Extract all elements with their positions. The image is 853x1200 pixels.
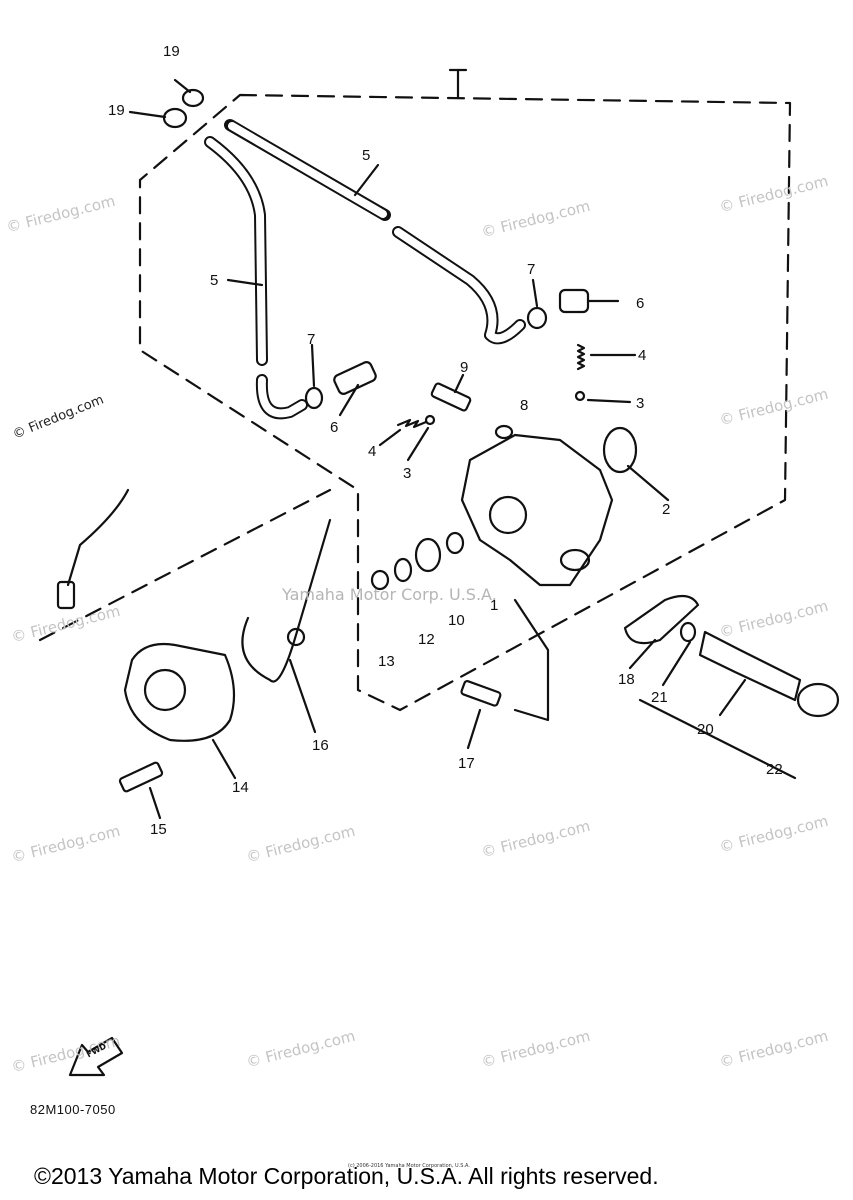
cover-14-boss bbox=[143, 668, 187, 712]
bolt-15 bbox=[118, 761, 164, 793]
nut-7-left bbox=[304, 386, 324, 410]
spring-4-upper bbox=[576, 343, 586, 371]
callout: 19 bbox=[108, 102, 125, 119]
fitting-6-upper bbox=[558, 288, 590, 314]
washer-1 bbox=[445, 531, 465, 555]
leader-line bbox=[626, 464, 670, 502]
bolt-17 bbox=[460, 680, 502, 707]
leader-line bbox=[718, 678, 747, 717]
center-watermark: Yamaha Motor Corp. U.S.A. bbox=[282, 585, 497, 604]
clamp-19-bottom bbox=[162, 107, 188, 129]
part-code: 82M100-7050 bbox=[30, 1102, 116, 1117]
assembly-boundary bbox=[138, 93, 792, 712]
callout: 21 bbox=[651, 689, 668, 706]
pump-body bbox=[460, 433, 614, 587]
hose-left-inner bbox=[206, 138, 266, 364]
leader-line bbox=[128, 110, 167, 119]
leader-line bbox=[226, 278, 264, 287]
leader-line bbox=[353, 163, 380, 197]
leader-line bbox=[310, 343, 316, 388]
hose-left bbox=[204, 136, 268, 366]
seal-2 bbox=[602, 426, 638, 474]
leader-line bbox=[513, 598, 550, 722]
clamp-19-top bbox=[181, 88, 205, 108]
leader-line bbox=[638, 698, 797, 780]
spring-4-left bbox=[396, 418, 428, 429]
leader-line bbox=[453, 373, 465, 394]
sensor-wire bbox=[66, 488, 130, 587]
ball-3-upper bbox=[574, 390, 586, 402]
callout: 7 bbox=[307, 331, 316, 348]
callout: 8 bbox=[520, 397, 529, 414]
callout: 14 bbox=[232, 779, 249, 796]
callout: 4 bbox=[368, 443, 377, 460]
bolt-9 bbox=[430, 382, 472, 412]
cutting-line bbox=[38, 488, 332, 642]
nut-7-upper bbox=[526, 306, 548, 330]
cover-14 bbox=[123, 642, 236, 742]
leader-line bbox=[211, 738, 237, 780]
leader-line bbox=[148, 786, 162, 820]
hose-upper-2-inner bbox=[394, 228, 524, 343]
leader-line bbox=[288, 658, 317, 734]
leader-line bbox=[466, 708, 482, 750]
callout: 6 bbox=[330, 419, 339, 436]
leader-line bbox=[586, 398, 632, 404]
cable-16-end bbox=[286, 627, 306, 647]
callout: 5 bbox=[362, 147, 371, 164]
leader-line bbox=[173, 78, 192, 94]
callout: 5 bbox=[210, 272, 219, 289]
hose-left-lower-inner bbox=[257, 376, 306, 418]
leader-line bbox=[406, 426, 430, 462]
collar-12 bbox=[393, 557, 413, 583]
cap-22 bbox=[796, 682, 840, 718]
copyright-notice: ©2013 Yamaha Motor Corporation, U.S.A. A… bbox=[34, 1163, 659, 1189]
tiny-copyright: (c) 2006-2016 Yamaha Motor Corporation, … bbox=[348, 1163, 470, 1169]
fitting-6-left bbox=[333, 361, 377, 395]
ball-3-left bbox=[424, 414, 436, 426]
callout: 13 bbox=[378, 653, 395, 670]
hose-upper-inner bbox=[228, 122, 387, 218]
washer-8 bbox=[494, 424, 514, 440]
plate-10 bbox=[414, 537, 442, 573]
callout: 22 bbox=[766, 761, 783, 778]
leader-line bbox=[338, 383, 360, 417]
callout: 10 bbox=[448, 612, 465, 629]
callout: 4 bbox=[638, 347, 647, 364]
callout: 19 bbox=[163, 43, 180, 60]
callout: 3 bbox=[636, 395, 645, 412]
cable-16 bbox=[241, 518, 332, 683]
callout: 9 bbox=[460, 359, 469, 376]
nut-13 bbox=[370, 569, 390, 591]
shaft-20 bbox=[698, 630, 802, 702]
callout: 16 bbox=[312, 737, 329, 754]
oring-21 bbox=[679, 621, 697, 643]
leader-line bbox=[378, 428, 402, 447]
callout: 17 bbox=[458, 755, 475, 772]
leader-line bbox=[531, 278, 539, 308]
leader-line bbox=[661, 640, 692, 687]
callout: 3 bbox=[403, 465, 412, 482]
callout: 1 bbox=[490, 597, 499, 614]
callout: 6 bbox=[636, 295, 645, 312]
callout: 15 bbox=[150, 821, 167, 838]
sensor-plug bbox=[56, 580, 76, 610]
gasket-18 bbox=[623, 594, 700, 645]
callout: 7 bbox=[527, 261, 536, 278]
pump-rotor bbox=[488, 495, 528, 535]
callout: 12 bbox=[418, 631, 435, 648]
callout: 18 bbox=[618, 671, 635, 688]
pump-port bbox=[559, 548, 591, 572]
callout: 2 bbox=[662, 501, 671, 518]
forward-arrow-icon bbox=[68, 1036, 124, 1077]
leader-line bbox=[628, 638, 657, 670]
callout: 20 bbox=[697, 721, 714, 738]
